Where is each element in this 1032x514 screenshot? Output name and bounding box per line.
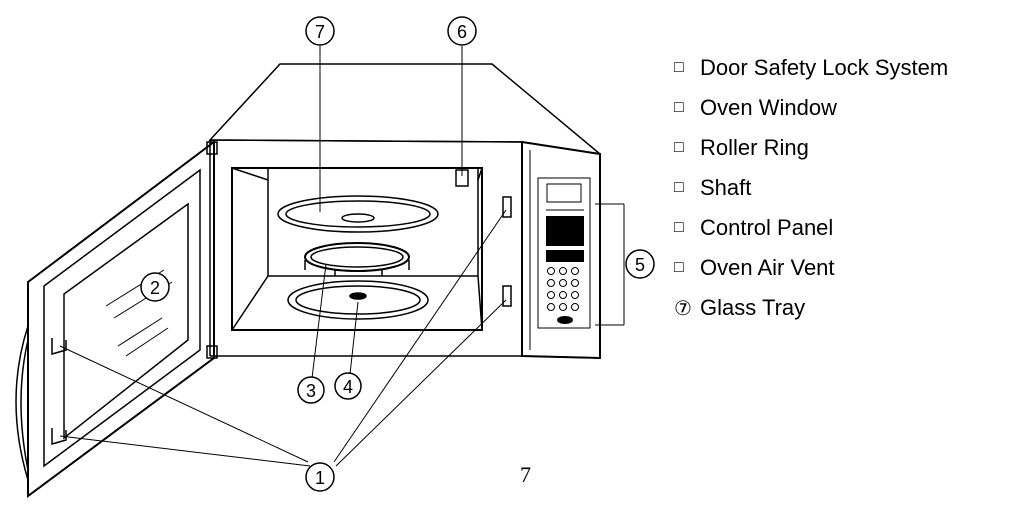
legend-item-oven-air-vent: □ Oven Air Vent	[674, 248, 948, 288]
legend-label: Roller Ring	[700, 135, 809, 160]
svg-text:1: 1	[315, 468, 325, 488]
callout-5: 5	[625, 249, 655, 279]
callout-7: 7	[305, 16, 335, 46]
legend-label: Control Panel	[700, 215, 834, 240]
legend-marker: □	[674, 219, 684, 236]
legend-item-roller-ring: □ Roller Ring	[674, 128, 948, 168]
callout-3: 3	[297, 376, 325, 404]
oven-cavity	[231, 167, 483, 331]
door-drawing	[15, 139, 218, 498]
legend-marker: □	[674, 99, 684, 116]
legend-marker: □	[674, 179, 684, 196]
legend-item-glass-tray: ⑦ Glass Tray	[674, 288, 948, 328]
svg-text:5: 5	[635, 255, 645, 275]
svg-text:2: 2	[150, 278, 160, 298]
legend-item-oven-window: □ Oven Window	[674, 88, 948, 128]
legend-marker: ⑦	[674, 297, 692, 320]
legend-label: Oven Window	[700, 95, 837, 120]
leader-lines	[59, 46, 625, 467]
legend-label: Door Safety Lock System	[700, 55, 949, 80]
callout-2: 2	[140, 272, 170, 302]
svg-text:6: 6	[457, 22, 467, 42]
svg-text:3: 3	[306, 381, 316, 401]
control-panel-drawing	[537, 177, 591, 329]
callout-1: 1	[305, 462, 335, 492]
callout-6: 6	[447, 16, 477, 46]
svg-text:4: 4	[343, 377, 353, 397]
lock-holes-drawing	[502, 196, 512, 307]
legend-marker: □	[674, 139, 684, 156]
legend-marker: □	[674, 259, 684, 276]
legend-label: Oven Air Vent	[700, 255, 835, 280]
legend-item-door-safety-lock-system: □ Door Safety Lock System	[674, 48, 948, 88]
legend-label: Shaft	[700, 175, 752, 200]
page-number: 7	[520, 462, 531, 487]
legend-label: Glass Tray	[700, 295, 806, 320]
glass-tray-drawing	[277, 195, 439, 233]
legend-item-control-panel: □ Control Panel	[674, 208, 948, 248]
parts-legend: □ Door Safety Lock System □ Oven Window …	[674, 48, 948, 328]
callout-4: 4	[334, 372, 362, 400]
legend-item-shaft: □ Shaft	[674, 168, 948, 208]
legend-marker: □	[674, 59, 684, 76]
oven-body	[208, 63, 601, 360]
roller-ring-drawing	[304, 242, 410, 276]
cavity-floor-drawing	[287, 280, 429, 320]
svg-text:7: 7	[315, 22, 325, 42]
